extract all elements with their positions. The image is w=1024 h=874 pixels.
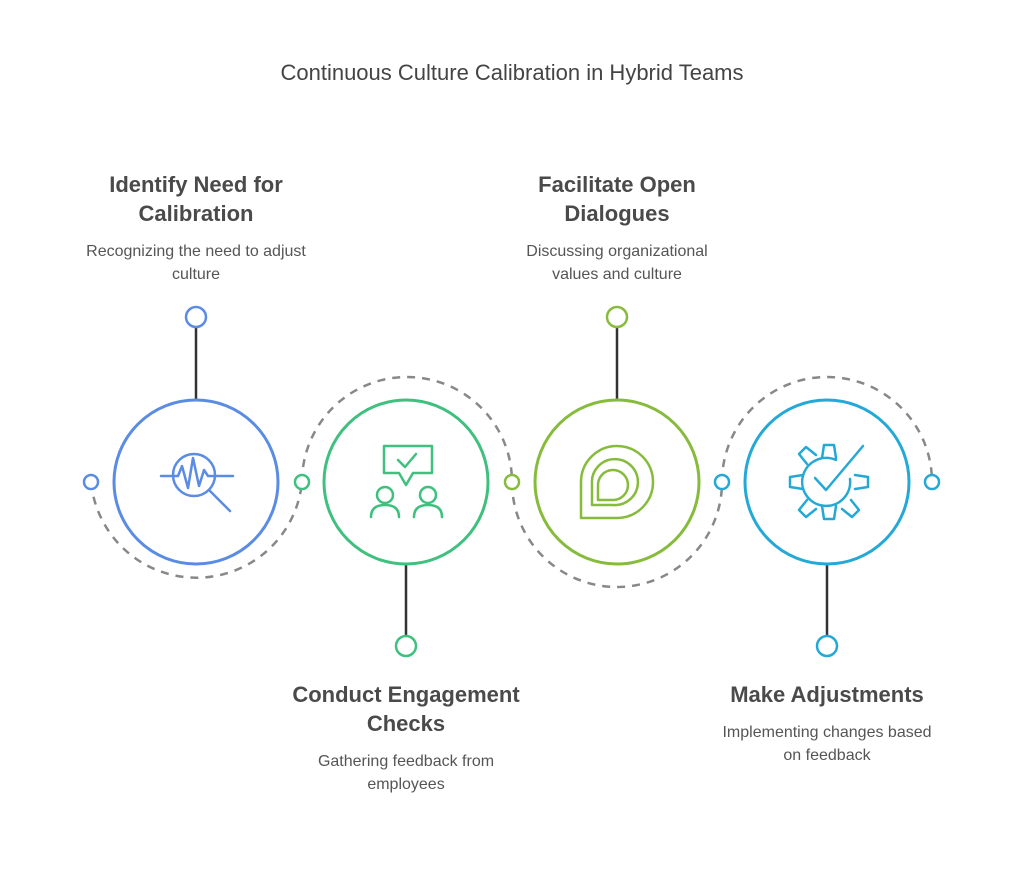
stem-node-3 xyxy=(605,305,629,329)
diagram-title: Continuous Culture Calibration in Hybrid… xyxy=(280,60,744,85)
step-1-title: Identify Need for Calibration xyxy=(109,172,283,226)
step-4-text: Make Adjustments Implementing changes ba… xyxy=(677,680,977,767)
gear-check-icon xyxy=(788,443,870,521)
step-3-title: Facilitate Open Dialogues xyxy=(538,172,696,226)
stem-node-4 xyxy=(815,634,839,658)
connector-node-2 xyxy=(293,473,311,491)
connector-node-4 xyxy=(713,473,731,491)
step-4-description: Implementing changes based on feedback xyxy=(722,724,932,764)
step-2-description: Gathering feedback from employees xyxy=(317,753,495,793)
connector-node-5 xyxy=(923,473,941,491)
connector-node-1 xyxy=(82,473,100,491)
step-circle-3 xyxy=(533,398,701,566)
stem-node-1 xyxy=(184,305,208,329)
step-circle-4 xyxy=(743,398,911,566)
dashed-connector xyxy=(89,375,934,589)
step-1-description: Recognizing the need to adjust culture xyxy=(86,243,306,283)
step-circle-1 xyxy=(112,398,280,566)
step-circle-2 xyxy=(322,398,490,566)
step-2-title: Conduct Engagement Checks xyxy=(292,682,520,736)
step-3-description: Discussing organizational values and cul… xyxy=(526,243,708,283)
team-feedback-icon xyxy=(369,444,444,519)
connector-node-3 xyxy=(503,473,521,491)
stem-node-2 xyxy=(394,634,418,658)
step-1-text: Identify Need for Calibration Recognizin… xyxy=(46,170,346,286)
chat-bubbles-icon xyxy=(579,444,655,520)
analysis-magnifier-icon xyxy=(159,452,235,513)
step-3-text: Facilitate Open Dialogues Discussing org… xyxy=(467,170,767,286)
step-4-title: Make Adjustments xyxy=(730,682,924,707)
step-2-text: Conduct Engagement Checks Gathering feed… xyxy=(256,680,556,796)
